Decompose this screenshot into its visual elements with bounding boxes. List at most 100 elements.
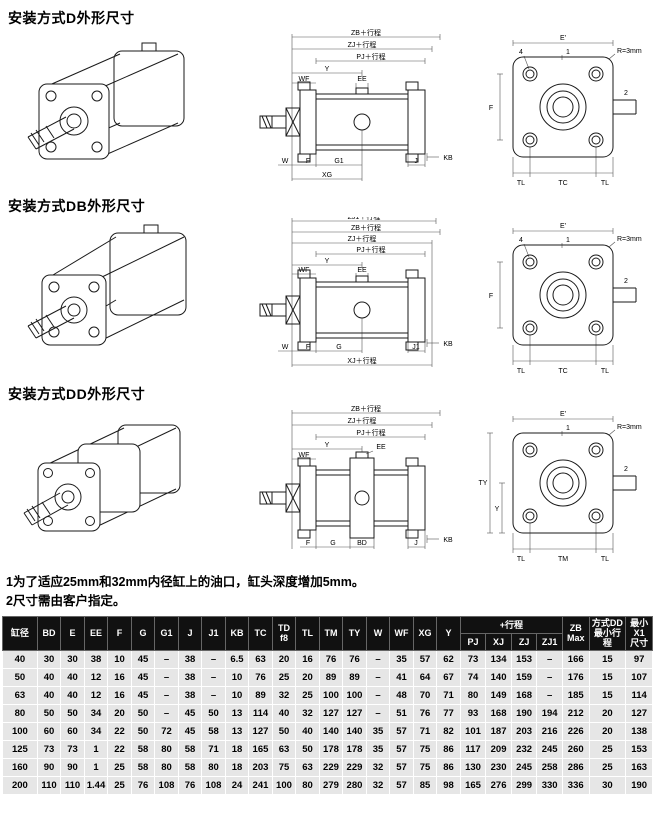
table-cell: 160 [2, 757, 38, 777]
oil-port [355, 275, 369, 283]
dim-label: E' [560, 35, 566, 42]
table-cell: 125 [2, 739, 38, 759]
table-cell: 117 [459, 739, 487, 759]
table-cell: 90 [60, 757, 85, 777]
table-cell: – [201, 649, 226, 669]
table-cell: 18 [224, 739, 250, 759]
table-cell: 50 [60, 703, 85, 723]
table-cell: 64 [412, 667, 438, 687]
dim-label: TL [601, 556, 609, 563]
end-view-db: E' R=3mm 1 4 F 2 TL TC TL [489, 223, 642, 375]
table-cell: 71 [436, 685, 461, 705]
table-cell: 140 [485, 667, 512, 687]
table-cell: 58 [130, 739, 156, 759]
dim-label: J1 [412, 344, 420, 351]
section-db-drawings: ZJ1＋行程 ZB＋行程 ZJ＋行程 PJ＋行程 Y WF EE W F G J… [4, 217, 651, 379]
rear-flange [109, 232, 187, 316]
dimension-lines [278, 218, 441, 367]
table-cell: 10 [224, 667, 250, 687]
table-cell: 110 [60, 775, 85, 795]
table-cell: 230 [485, 757, 512, 777]
table-cell: 73 [36, 739, 62, 759]
dim-label: J [414, 540, 418, 547]
dim-label: TL [601, 180, 609, 187]
side-view-dd: ZB＋行程 ZJ＋行程 PJ＋行程 Y WF EE F G BD J KB [259, 405, 453, 549]
table-cell: 280 [342, 775, 367, 795]
dim-label: EE [376, 444, 386, 451]
footnote-2: 2尺寸需由客户指定。 [6, 594, 126, 609]
dimension-lines [497, 228, 616, 365]
cylinder-section-drawing [259, 451, 426, 539]
table-cell: 159 [510, 667, 538, 687]
table-cell: 258 [536, 757, 563, 777]
dimension-lines [278, 34, 441, 181]
dim-label: E' [560, 411, 566, 418]
table-cell: 6.5 [224, 649, 250, 669]
port-boss [141, 42, 157, 52]
dim-label: F [306, 540, 310, 547]
table-cell: 45 [177, 721, 203, 741]
table-cell: 32 [365, 757, 391, 777]
footnote-1: 1为了适应25mm和32mm内径缸上的油口，缸头深度增加5mm。 [6, 575, 365, 589]
dimension-lines [291, 410, 441, 549]
table-cell: 166 [561, 649, 590, 669]
dim-label: R=3mm [617, 236, 642, 243]
table-cell: 50 [130, 721, 156, 741]
oil-port [355, 87, 369, 95]
table-cell: 25 [107, 775, 132, 795]
dim-label: F [489, 293, 493, 300]
table-cell: – [365, 703, 391, 723]
table-cell: 178 [342, 739, 367, 759]
table-cell: 40 [36, 667, 62, 687]
table-cell: 1 [83, 757, 109, 777]
cap-flange [407, 465, 426, 531]
table-cell: 30 [36, 649, 62, 669]
dim-label: ZB＋行程 [351, 223, 381, 232]
table-cell: 60 [36, 721, 62, 741]
table-cell: 67 [436, 667, 461, 687]
dim-label: W [282, 344, 289, 351]
table-cell: 57 [389, 757, 414, 777]
table-cell: – [154, 667, 179, 687]
column-header: 最小 X1 尺寸 [625, 615, 653, 651]
column-header: ZJ1 [536, 632, 563, 651]
table-cell: 45 [130, 667, 156, 687]
end-view-dd: E' TY Y R=3mm 1 2 TL TM TL [479, 411, 642, 563]
column-header: J1 [201, 615, 226, 651]
dim-label: F [489, 105, 493, 112]
table-cell: 58 [177, 757, 203, 777]
table-cell: 25 [588, 739, 627, 759]
table-cell: 89 [342, 667, 367, 687]
dim-label: TC [558, 180, 567, 187]
dim-label: ZB＋行程 [351, 29, 381, 37]
table-cell: 299 [510, 775, 538, 795]
table-cell: – [365, 667, 391, 687]
table-cell: – [154, 649, 179, 669]
dim-label: BD [357, 540, 367, 547]
table-cell: 40 [2, 649, 38, 669]
table-cell: 86 [436, 757, 461, 777]
table-cell: 286 [561, 757, 590, 777]
dimension-lines [497, 40, 616, 177]
column-header: E [60, 615, 85, 651]
port-number: 1 [566, 237, 570, 244]
table-cell: 245 [536, 739, 563, 759]
column-header: WF [389, 615, 414, 651]
table-cell: 90 [36, 757, 62, 777]
table-cell: 229 [318, 757, 344, 777]
dim-label: TM [558, 556, 568, 563]
table-cell: 232 [510, 739, 538, 759]
rod-bore [552, 96, 574, 118]
column-header: BD [36, 615, 62, 651]
head-flange [299, 465, 317, 531]
table-cell: 76 [412, 703, 438, 723]
table-cell: 63 [271, 739, 297, 759]
dim-label: ZJ＋行程 [348, 234, 377, 243]
column-header: +行程 [459, 615, 563, 634]
table-cell: 38 [177, 685, 203, 705]
